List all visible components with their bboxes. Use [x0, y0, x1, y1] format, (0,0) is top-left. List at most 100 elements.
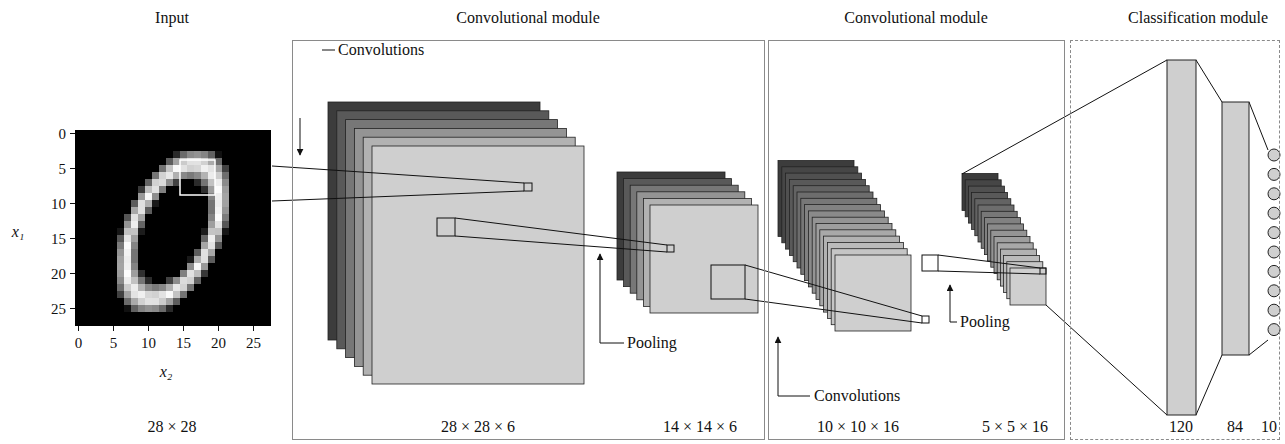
- image-pixel: [152, 305, 159, 312]
- image-pixel: [124, 263, 131, 270]
- image-pixel: [208, 172, 215, 179]
- axis-label: x₂: [160, 363, 173, 381]
- axis-tick: [70, 238, 75, 239]
- image-pixel: [131, 242, 138, 249]
- image-pixel: [201, 270, 208, 277]
- tick-label: 25: [246, 335, 261, 352]
- projection-line: [455, 236, 667, 252]
- image-pixel: [138, 193, 145, 200]
- image-pixel: [222, 221, 229, 228]
- image-pixel: [222, 172, 229, 179]
- image-pixel: [131, 305, 138, 312]
- image-pixel: [131, 256, 138, 263]
- axis-tick: [70, 308, 75, 309]
- image-pixel: [173, 179, 180, 186]
- receptive-field: [711, 265, 745, 299]
- tick-label: 20: [51, 265, 66, 282]
- image-pixel: [180, 151, 187, 158]
- output-neuron: [1268, 246, 1280, 258]
- image-pixel: [208, 221, 215, 228]
- tick-label: 10: [141, 335, 156, 352]
- image-pixel: [215, 158, 222, 165]
- axis-tick: [113, 326, 114, 331]
- output-neuron: [1268, 285, 1280, 297]
- image-pixel: [187, 277, 194, 284]
- image-pixel: [215, 172, 222, 179]
- image-pixel: [166, 277, 173, 284]
- image-pixel: [215, 207, 222, 214]
- tick-label: 0: [59, 125, 67, 142]
- image-pixel: [201, 165, 208, 172]
- layer-label: Convolutions: [338, 41, 424, 59]
- image-pixel: [208, 158, 215, 165]
- image-pixel: [145, 305, 152, 312]
- output-neuron: [1268, 188, 1280, 200]
- dense-line: [1196, 60, 1222, 102]
- axis-tick: [253, 326, 254, 331]
- image-pixel: [180, 284, 187, 291]
- image-pixel: [145, 284, 152, 291]
- image-pixel: [166, 284, 173, 291]
- image-pixel: [138, 207, 145, 214]
- feature-stack: [962, 174, 1046, 306]
- image-pixel: [152, 284, 159, 291]
- axis-tick: [218, 326, 219, 331]
- image-pixel: [166, 305, 173, 312]
- image-pixel: [194, 151, 201, 158]
- image-pixel: [138, 291, 145, 298]
- image-pixel: [131, 200, 138, 207]
- leader-arrow: [950, 285, 957, 322]
- image-pixel: [215, 235, 222, 242]
- image-pixel: [145, 298, 152, 305]
- digit-image: [70, 130, 271, 331]
- tick-label: 15: [51, 230, 66, 247]
- image-pixel: [208, 235, 215, 242]
- image-pixel: [194, 277, 201, 284]
- image-pixel: [208, 228, 215, 235]
- image-pixel: [215, 242, 222, 249]
- image-pixel: [180, 270, 187, 277]
- axis-tick: [70, 203, 75, 204]
- image-pixel: [222, 200, 229, 207]
- image-pixel: [145, 291, 152, 298]
- module-box: Convolutional moduleConvolutionsPooling1…: [768, 40, 1065, 440]
- image-pixel: [117, 263, 124, 270]
- image-pixel: [208, 214, 215, 221]
- image-pixel: [201, 249, 208, 256]
- image-pixel: [187, 172, 194, 179]
- image-pixel: [201, 179, 208, 186]
- image-pixel: [117, 277, 124, 284]
- tick-label: 5: [59, 160, 67, 177]
- output-neuron: [1268, 324, 1280, 336]
- image-pixel: [208, 242, 215, 249]
- leader-arrow: [778, 337, 810, 396]
- layer-label: 10: [1261, 418, 1277, 436]
- receptive-field: [922, 255, 938, 271]
- image-pixel: [124, 270, 131, 277]
- image-pixel: [152, 298, 159, 305]
- image-pixel: [131, 298, 138, 305]
- image-pixel: [201, 256, 208, 263]
- image-pixel: [152, 179, 159, 186]
- image-pixel: [117, 242, 124, 249]
- image-pixel: [173, 151, 180, 158]
- image-pixel: [215, 221, 222, 228]
- image-pixel: [117, 270, 124, 277]
- dense-line: [1249, 102, 1268, 150]
- image-pixel: [117, 235, 124, 242]
- image-pixel: [131, 228, 138, 235]
- receptive-field: [180, 160, 215, 195]
- image-pixel: [152, 186, 159, 193]
- image-pixel: [208, 256, 215, 263]
- image-pixel: [138, 200, 145, 207]
- image-pixel: [166, 165, 173, 172]
- image-pixel: [117, 228, 124, 235]
- image-pixel: [173, 165, 180, 172]
- image-pixel: [152, 291, 159, 298]
- image-pixel: [208, 207, 215, 214]
- dense-line: [1249, 340, 1268, 355]
- image-pixel: [173, 284, 180, 291]
- receptive-field: [437, 218, 455, 236]
- image-pixel: [159, 291, 166, 298]
